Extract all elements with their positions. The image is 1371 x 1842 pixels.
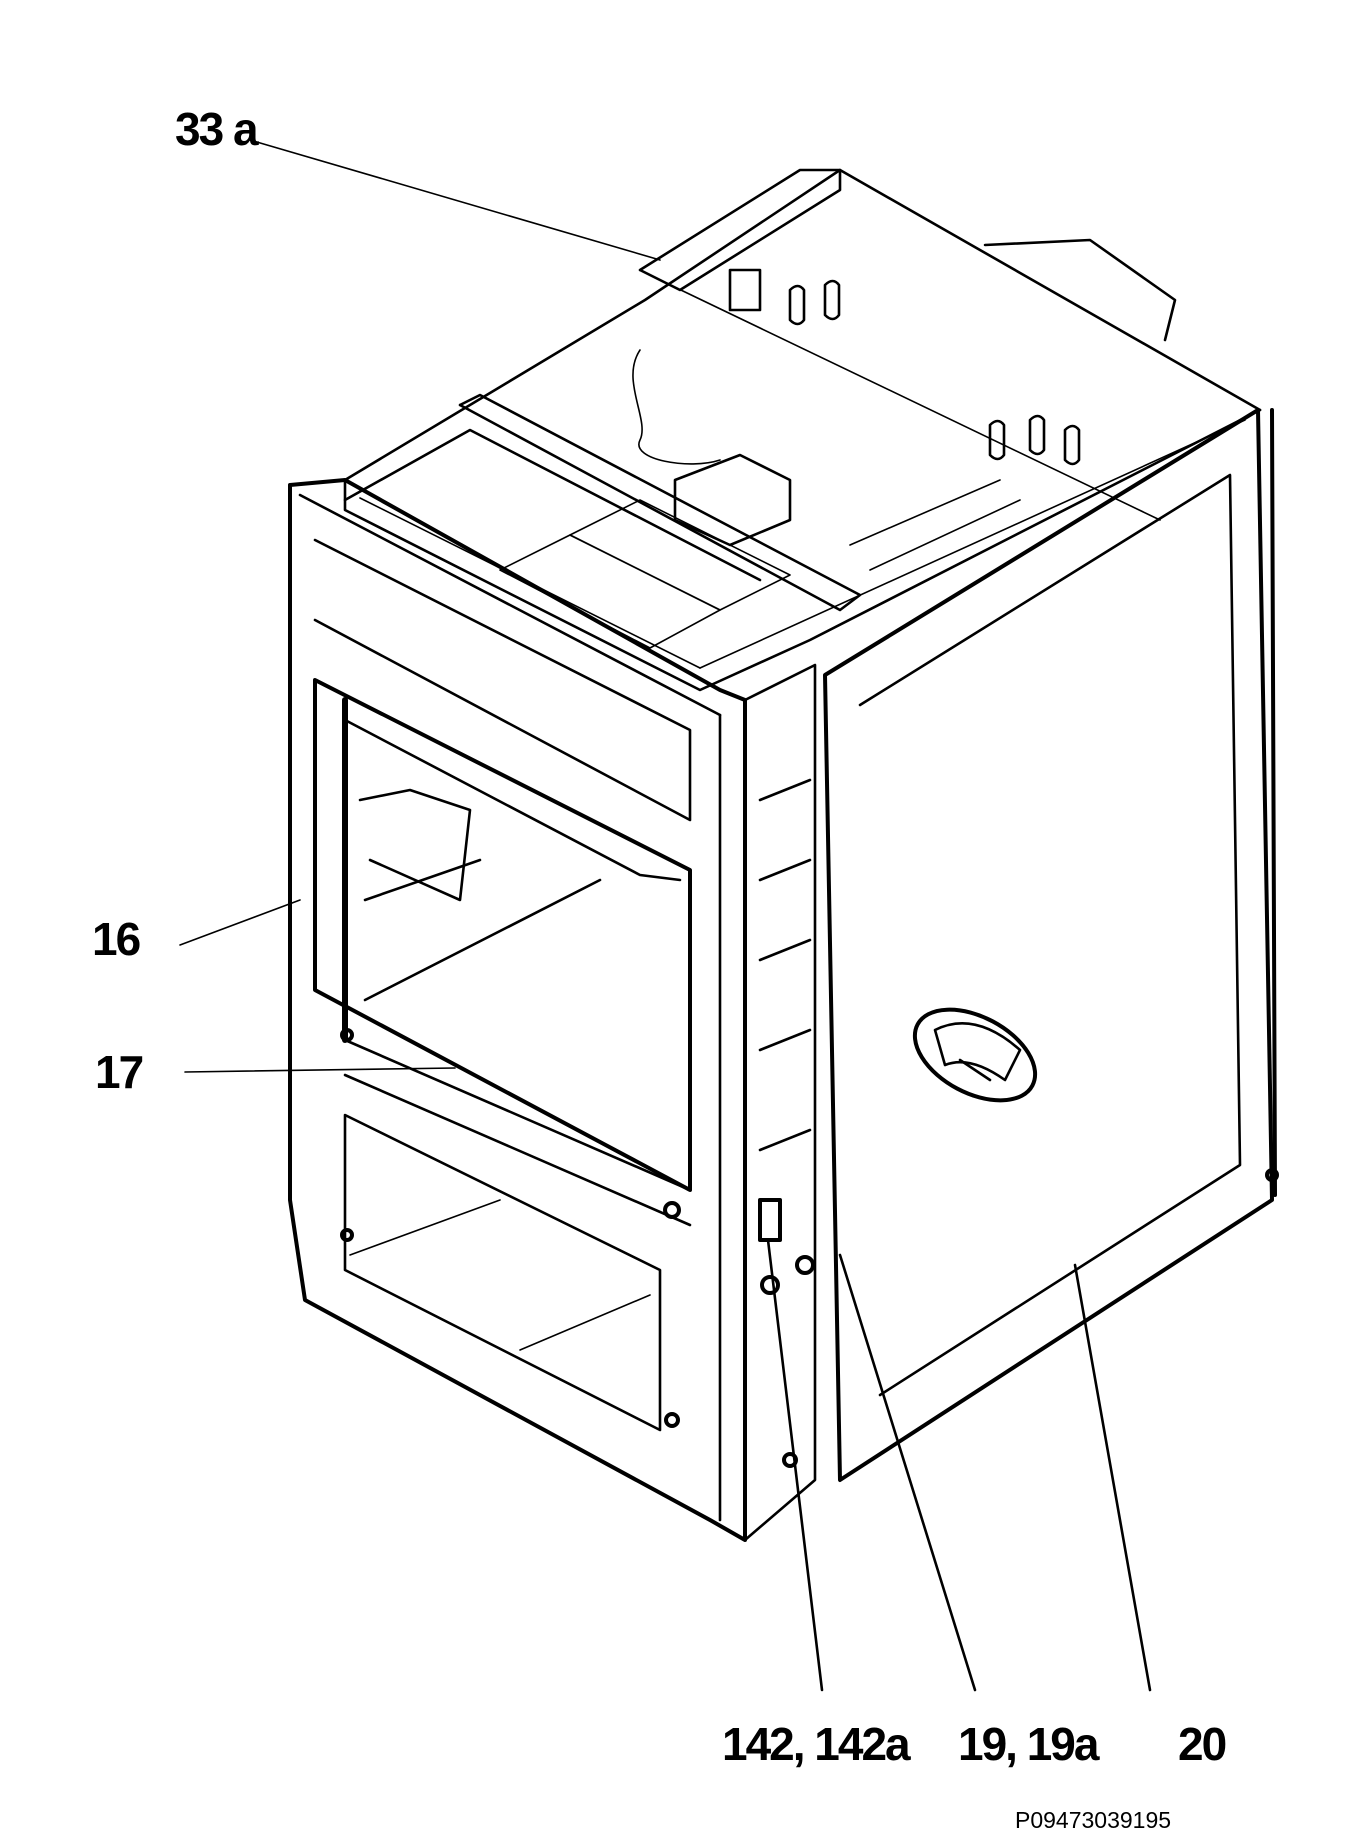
label-142-142a: 142, 142a	[722, 1718, 911, 1770]
leader-33a	[249, 139, 661, 261]
label-16: 16	[92, 913, 140, 965]
oven-cabinet-illustration	[288, 168, 1279, 1542]
side-runners	[743, 663, 817, 1542]
label-20: 20	[1178, 1718, 1226, 1770]
callout-labels: 33 a 16 17 142, 142a 19, 19a 20	[92, 103, 1228, 1770]
label-17: 17	[95, 1046, 143, 1098]
label-19-19a: 19, 19a	[958, 1718, 1100, 1770]
leader-142	[766, 1238, 824, 1692]
leader-19	[838, 1253, 977, 1692]
leader-20	[1073, 1263, 1152, 1692]
leader-17	[184, 1067, 456, 1073]
top-frame	[343, 168, 1262, 692]
leader-lines	[179, 139, 1152, 1692]
label-33a: 33 a	[175, 103, 259, 155]
reference-code: P09473039195	[1015, 1807, 1171, 1833]
front-face	[288, 478, 747, 1542]
side-panel	[823, 408, 1279, 1482]
leader-16	[179, 899, 301, 946]
